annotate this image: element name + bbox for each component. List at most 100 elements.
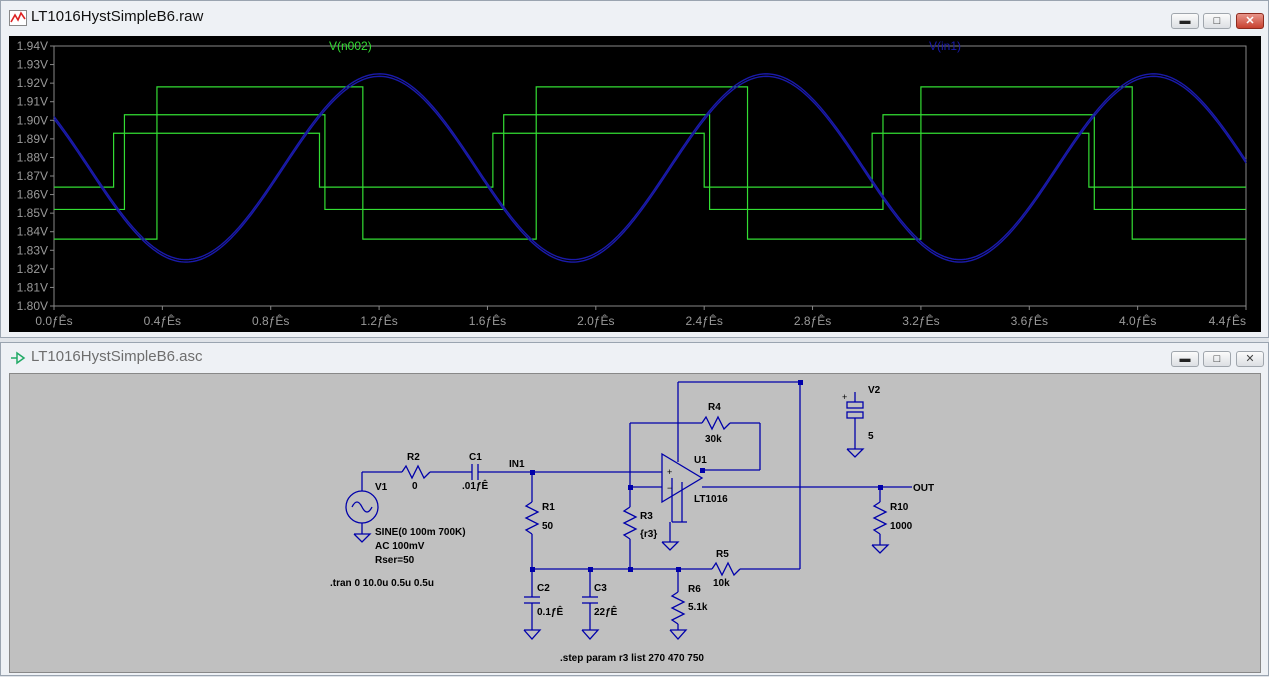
minimize-button[interactable]: ▬	[1171, 13, 1199, 29]
polarity-marks: + − +	[667, 392, 847, 493]
trace-label-vn002[interactable]: V(n002)	[329, 39, 372, 53]
r5-label[interactable]: R5	[716, 549, 729, 560]
x-tick-label: 2.8ƒÊs	[794, 313, 831, 328]
r1-label[interactable]: R1	[542, 502, 555, 513]
waveform-title: LT1016HystSimpleB6.raw	[31, 8, 204, 25]
maximize-icon: □	[1213, 353, 1221, 365]
v1-label[interactable]: V1	[375, 482, 388, 493]
x-tick-label: 0.4ƒÊs	[144, 313, 181, 328]
maximize-icon: □	[1213, 15, 1221, 27]
trace-vin1-1	[53, 75, 1247, 263]
schematic-canvas[interactable]: R2 0 C1 .01ƒÊ IN1 V1 SINE(0 100m 700K) A…	[9, 373, 1261, 673]
waveform-plot[interactable]: V(n002) V(in1) 1.94V 1.93V 1.92V 1.91V 1.90V…	[9, 36, 1261, 332]
r10-label[interactable]: R10	[890, 502, 909, 513]
r2-label[interactable]: R2	[407, 452, 420, 463]
r5-value[interactable]: 10k	[713, 578, 730, 589]
waveform-title-bar[interactable]: LT1016HystSimpleB6.raw ▬ □ ✕	[1, 1, 1268, 33]
c1-label[interactable]: C1	[469, 452, 482, 463]
y-tick-label: 1.86V	[17, 188, 48, 202]
r6-label[interactable]: R6	[688, 584, 701, 595]
u1-value[interactable]: LT1016	[694, 494, 728, 505]
r1-value[interactable]: 50	[542, 521, 554, 532]
x-tick-label: 0.8ƒÊs	[252, 313, 289, 328]
in1-label[interactable]: IN1	[509, 459, 525, 470]
c2-value[interactable]: 0.1ƒÊ	[537, 605, 563, 618]
x-tick-label: 1.2ƒÊs	[360, 313, 397, 328]
y-tick-label: 1.87V	[17, 169, 48, 183]
schematic-window[interactable]: LT1016HystSimpleB6.asc ▬ □ ✕	[0, 342, 1269, 676]
y-tick-label: 1.80V	[17, 299, 48, 313]
close-button[interactable]: ✕	[1236, 351, 1264, 367]
r2-value[interactable]: 0	[412, 481, 418, 492]
r3-label[interactable]: R3	[640, 511, 653, 522]
c3-value[interactable]: 22ƒÊ	[594, 605, 618, 618]
x-tick-label: 2.4ƒÊs	[686, 313, 723, 328]
wires	[345, 381, 912, 640]
svg-text:−: −	[667, 483, 672, 493]
x-tick-label: 3.6ƒÊs	[1011, 313, 1048, 328]
v2-value[interactable]: 5	[868, 431, 874, 442]
minimize-button[interactable]: ▬	[1171, 351, 1199, 367]
maximize-button[interactable]: □	[1203, 351, 1231, 367]
trace-vn002-step-1	[54, 114, 1246, 211]
y-tick-label: 1.81V	[17, 280, 48, 294]
x-tick-label: 2.0ƒÊs	[577, 313, 614, 328]
y-tick-label: 1.84V	[17, 225, 48, 239]
component-labels: R2 0 C1 .01ƒÊ IN1 V1 SINE(0 100m 700K) A…	[330, 385, 934, 664]
schematic-drawing[interactable]: R2 0 C1 .01ƒÊ IN1 V1 SINE(0 100m 700K) A…	[10, 374, 1260, 672]
plot-traces	[53, 73, 1247, 263]
y-tick-label: 1.83V	[17, 243, 48, 257]
out-label[interactable]: OUT	[913, 483, 934, 494]
svg-text:+: +	[667, 467, 672, 477]
close-icon: ✕	[1245, 15, 1255, 27]
x-tick-label: 0.0ƒÊs	[35, 313, 72, 328]
close-button[interactable]: ✕	[1236, 13, 1264, 29]
v1-spec-sine[interactable]: SINE(0 100m 700K)	[375, 527, 466, 538]
junctions	[530, 380, 883, 572]
y-tick-label: 1.94V	[17, 39, 48, 53]
minimize-icon: ▬	[1179, 15, 1191, 27]
y-tick-label: 1.90V	[17, 113, 48, 127]
tran-directive[interactable]: .tran 0 10.0u 0.5u 0.5u	[330, 578, 434, 589]
v2-label[interactable]: V2	[868, 385, 881, 396]
x-axis: 0.0ƒÊs 0.4ƒÊs 0.8ƒÊs 1.2ƒÊs 1.6ƒÊs 2.0ƒÊs 2.4ƒ…	[35, 306, 1247, 328]
waveform-icon	[9, 10, 27, 26]
r10-value[interactable]: 1000	[890, 521, 913, 532]
x-tick-label: 4.0ƒÊs	[1119, 313, 1156, 328]
plot-frame	[53, 45, 1247, 307]
schematic-title-bar[interactable]: LT1016HystSimpleB6.asc ▬ □ ✕	[1, 343, 1268, 371]
r4-label[interactable]: R4	[708, 402, 721, 413]
plot-area[interactable]: V(n002) V(in1) 1.94V 1.93V 1.92V 1.91V 1.90V…	[9, 36, 1261, 332]
y-tick-label: 1.82V	[17, 262, 48, 276]
r6-value[interactable]: 5.1k	[688, 602, 708, 613]
waveform-window[interactable]: LT1016HystSimpleB6.raw ▬ □ ✕ V(n002) V(i…	[0, 0, 1269, 338]
y-tick-label: 1.92V	[17, 76, 48, 90]
c2-label[interactable]: C2	[537, 583, 550, 594]
y-tick-label: 1.93V	[17, 58, 48, 72]
maximize-button[interactable]: □	[1203, 13, 1231, 29]
x-tick-label: 3.2ƒÊs	[902, 313, 939, 328]
c3-label[interactable]: C3	[594, 583, 607, 594]
y-tick-label: 1.88V	[17, 150, 48, 164]
v1-spec-rser[interactable]: Rser=50	[375, 555, 415, 566]
minimize-icon: ▬	[1179, 353, 1191, 365]
y-tick-label: 1.89V	[17, 132, 48, 146]
y-tick-label: 1.85V	[17, 206, 48, 220]
y-tick-label: 1.91V	[17, 95, 48, 109]
y-axis: 1.94V 1.93V 1.92V 1.91V 1.90V 1.89V 1.88V 1.87V…	[17, 39, 54, 313]
x-tick-label: 4.4ƒÊs	[1209, 313, 1246, 328]
trace-vn002-step-0	[54, 86, 1246, 240]
trace-vin1-0	[53, 73, 1247, 261]
schematic-title: LT1016HystSimpleB6.asc	[31, 348, 203, 365]
trace-label-vin1[interactable]: V(in1)	[929, 39, 961, 53]
svg-text:+: +	[842, 392, 847, 402]
r3-value[interactable]: {r3}	[640, 529, 657, 540]
v1-spec-ac[interactable]: AC 100mV	[375, 541, 425, 552]
schematic-icon	[11, 351, 26, 365]
step-directive[interactable]: .step param r3 list 270 470 750	[560, 653, 704, 664]
r4-value[interactable]: 30k	[705, 434, 722, 445]
u1-label[interactable]: U1	[694, 455, 707, 466]
close-icon: ✕	[1245, 353, 1255, 365]
c1-value[interactable]: .01ƒÊ	[462, 479, 488, 492]
x-tick-label: 1.6ƒÊs	[469, 313, 506, 328]
